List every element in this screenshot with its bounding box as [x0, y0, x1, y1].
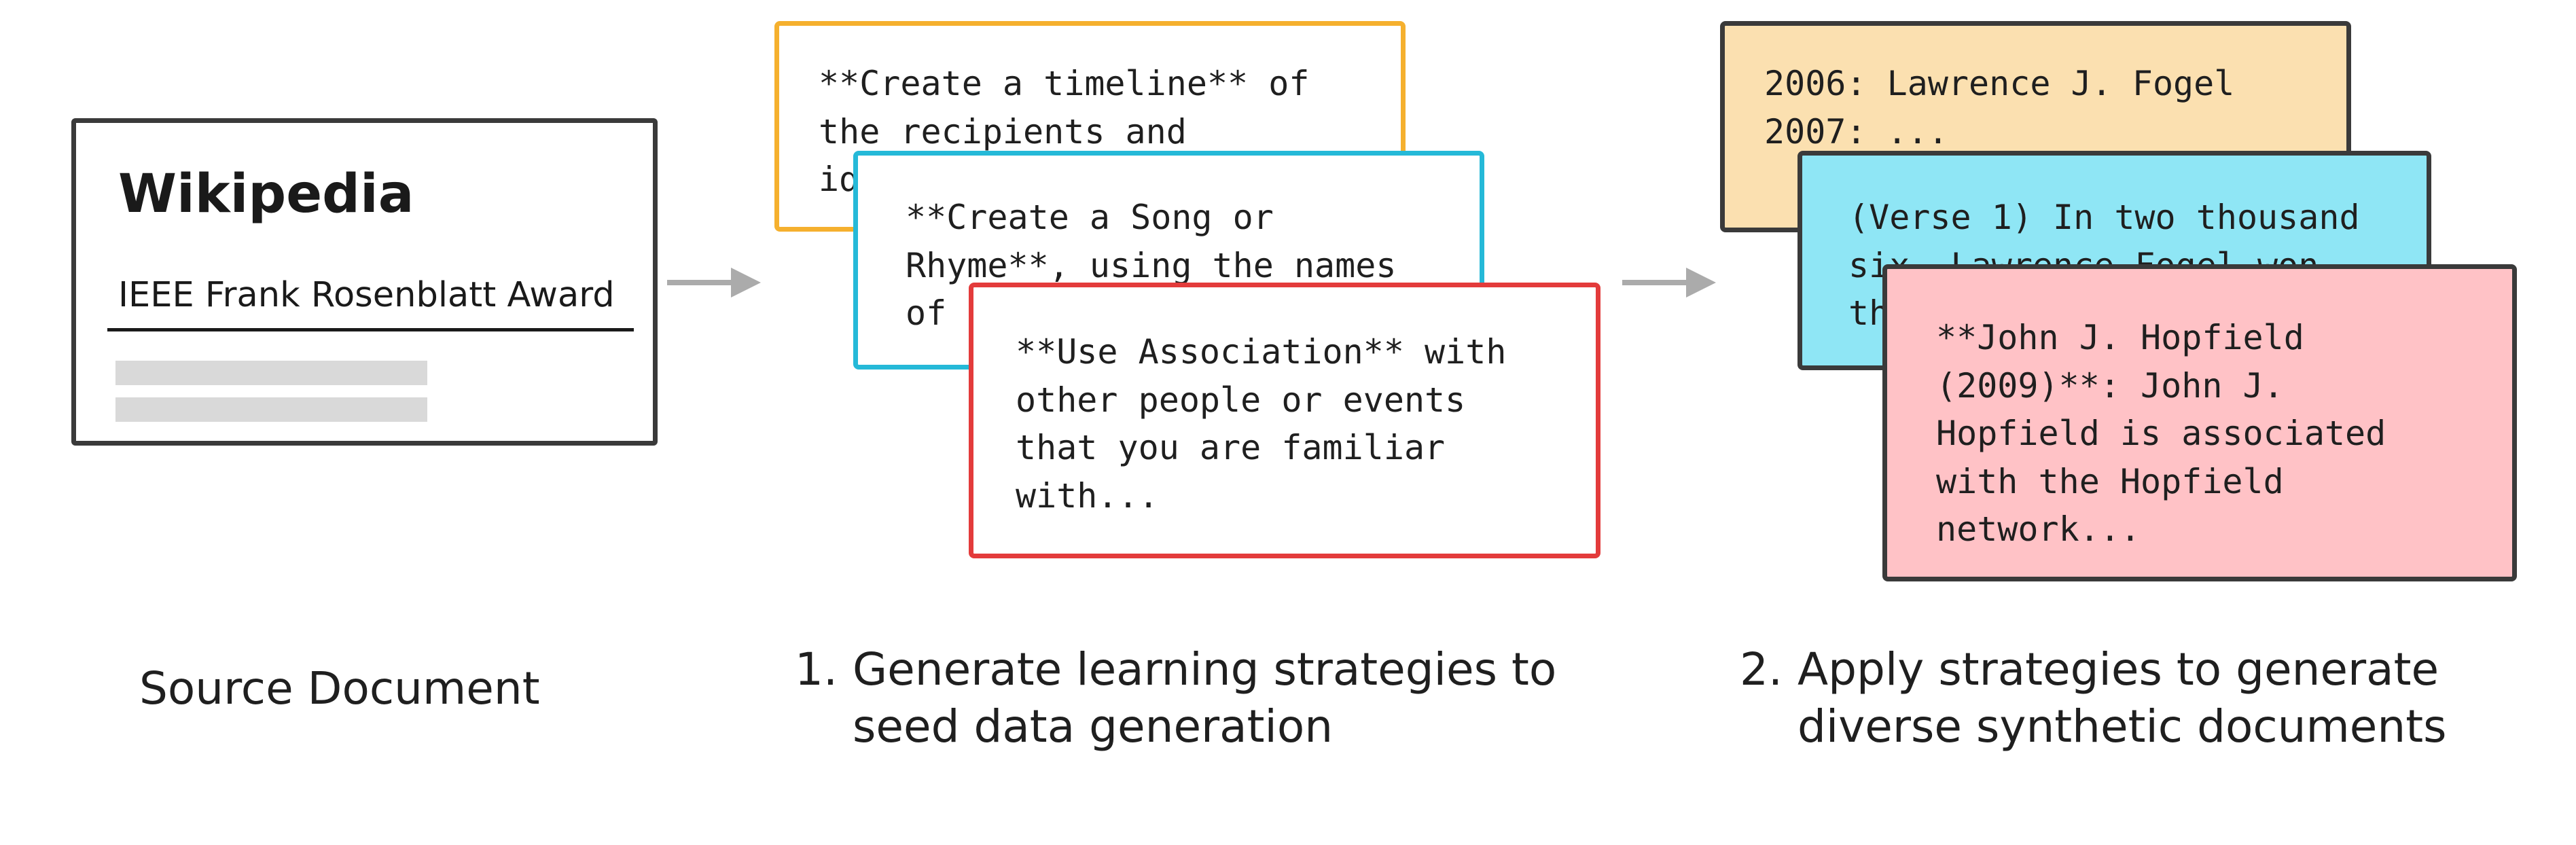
source-title: Wikipedia — [118, 164, 414, 225]
document-text: **John J. Hopfield (2009)**: John J. Hop… — [1936, 318, 2386, 549]
document-text: 2006: Lawrence J. Fogel 2007: ... — [1764, 64, 2235, 151]
step-text-line: seed data generation — [853, 700, 1334, 753]
step-text-line: Generate learning strategies to — [853, 643, 1557, 696]
synthetic-document-association: **John J. Hopfield (2009)**: John J. Hop… — [1882, 264, 2517, 581]
placeholder-text-bar — [115, 361, 427, 385]
step-text-line: diverse synthetic documents — [1797, 700, 2447, 753]
step-text-line: Apply strategies to generate — [1797, 643, 2439, 696]
step-number: 1. — [795, 643, 838, 696]
strategy-text: **Create a timeline** of the recipients … — [819, 64, 1310, 199]
step-2-caption: 2. Apply strategies to generate diverse … — [1740, 641, 2555, 757]
strategy-text: **Use Association** with other people or… — [1016, 332, 1507, 516]
source-caption: Source Document — [139, 662, 540, 715]
placeholder-text-bar — [115, 397, 427, 422]
strategy-text: **Create a Song or Rhyme**, using the na… — [906, 198, 1397, 333]
source-subtitle: IEEE Frank Rosenblatt Award — [118, 275, 615, 315]
strategy-card-timeline: **Create a timeline** of the recipients … — [774, 21, 1406, 232]
step-1-caption: 1. Generate learning strategies to seed … — [795, 641, 1610, 757]
source-document-card: Wikipedia IEEE Frank Rosenblatt Award — [71, 118, 658, 446]
source-divider — [107, 328, 634, 331]
step-number: 2. — [1740, 643, 1783, 696]
arrow-right-icon — [1622, 268, 1716, 298]
strategy-card-association: **Use Association** with other people or… — [969, 283, 1600, 558]
arrow-right-icon — [667, 268, 761, 298]
